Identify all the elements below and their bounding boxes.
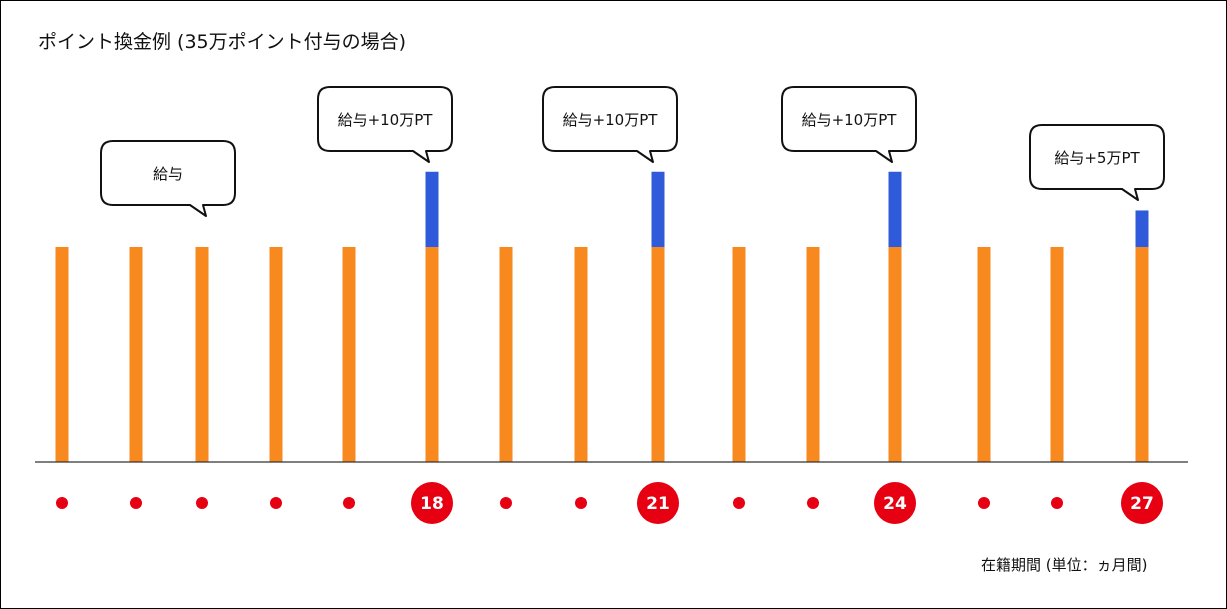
salary-bar bbox=[888, 247, 902, 462]
tick-circle bbox=[637, 482, 679, 524]
tick-dot bbox=[978, 497, 990, 509]
points-bar bbox=[651, 171, 665, 247]
tick-dot bbox=[575, 497, 587, 509]
tick-dot bbox=[500, 497, 512, 509]
tick-dot bbox=[130, 497, 142, 509]
callout-bubble bbox=[317, 86, 453, 163]
chart-title: ポイント換金例 (35万ポイント付与の場合) bbox=[38, 31, 407, 53]
salary-bar bbox=[651, 247, 665, 462]
tick-circle bbox=[411, 482, 453, 524]
points-bar bbox=[888, 171, 902, 247]
salary-bar bbox=[806, 247, 820, 462]
callout-bubble bbox=[542, 86, 678, 163]
salary-bar bbox=[1050, 247, 1064, 462]
tick-label: 27 bbox=[1130, 494, 1154, 514]
salary-bar bbox=[977, 247, 991, 462]
callout-label: 給与+10万PT bbox=[802, 111, 898, 129]
callout-label: 給与+10万PT bbox=[563, 111, 659, 129]
salary-bar bbox=[269, 247, 283, 462]
salary-bar bbox=[342, 247, 356, 462]
callout-label: 給与+5万PT bbox=[1054, 149, 1140, 167]
tick-dot bbox=[807, 497, 819, 509]
salary-bar bbox=[732, 247, 746, 462]
tick-dot bbox=[733, 497, 745, 509]
callout-bubble bbox=[1029, 124, 1165, 201]
tick-label: 21 bbox=[646, 494, 670, 514]
points-bar bbox=[425, 171, 439, 247]
tick-dot bbox=[196, 497, 208, 509]
salary-bar bbox=[195, 247, 209, 462]
tick-circle bbox=[874, 482, 916, 524]
salary-bar bbox=[499, 247, 513, 462]
callout-bubble bbox=[781, 86, 917, 163]
x-axis-label: 在籍期間 (単位：ヵ月間) bbox=[981, 556, 1148, 574]
salary-bar bbox=[574, 247, 588, 462]
salary-bar bbox=[425, 247, 439, 462]
tick-dot bbox=[56, 497, 68, 509]
salary-bar bbox=[129, 247, 143, 462]
tick-label: 24 bbox=[883, 494, 907, 514]
callout-label: 給与 bbox=[153, 165, 183, 183]
points-bar bbox=[1135, 210, 1149, 247]
tick-label: 18 bbox=[420, 494, 444, 514]
callout-label: 給与+10万PT bbox=[338, 111, 434, 129]
tick-dot bbox=[343, 497, 355, 509]
callout-bubble bbox=[100, 140, 236, 217]
tick-dot bbox=[270, 497, 282, 509]
tick-circle bbox=[1121, 482, 1163, 524]
salary-bar bbox=[1135, 247, 1149, 462]
salary-bar bbox=[55, 247, 69, 462]
tick-dot bbox=[1051, 497, 1063, 509]
